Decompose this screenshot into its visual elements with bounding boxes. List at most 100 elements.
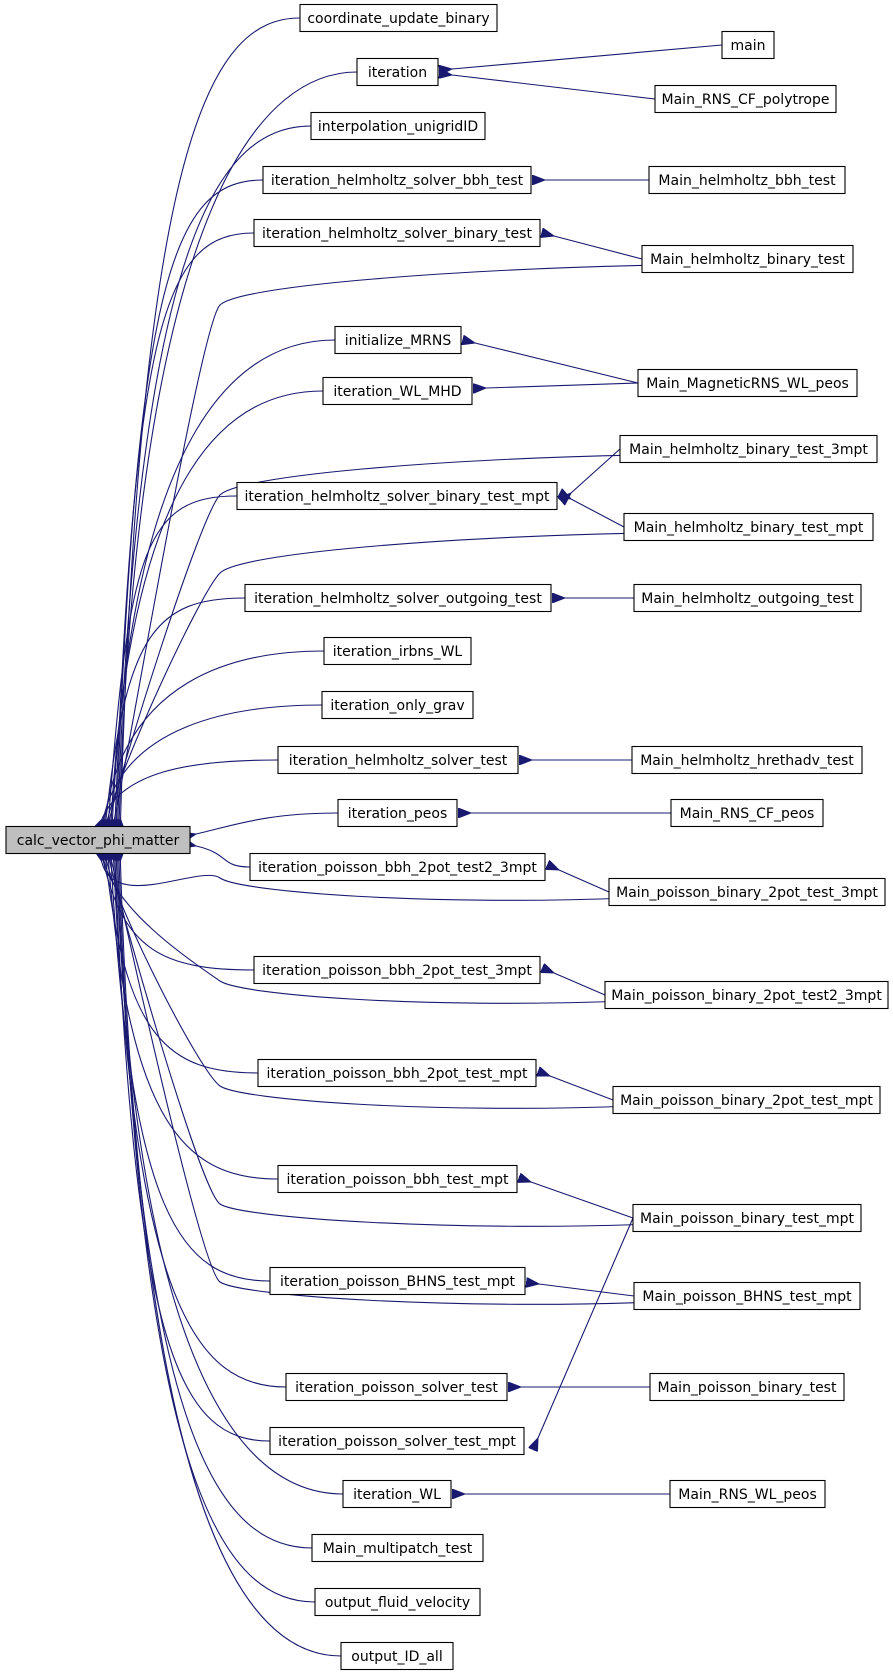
edge-Main_poisson_binary_2pot_test_3mpt-to-root [101,861,630,901]
node-Main_helmholtz_binary_test[interactable]: Main_helmholtz_binary_test [641,244,854,274]
edge-Main_helmholtz_binary_test-to-root [114,264,663,819]
node-label: iteration_poisson_solver_test [295,1380,498,1396]
node-label: Main_poisson_binary_2pot_test_mpt [620,1093,873,1109]
node-Main_poisson_BHNS_test_mpt[interactable]: Main_poisson_BHNS_test_mpt [633,1281,861,1311]
node-label: Main_helmholtz_binary_test_mpt [634,520,864,536]
node-iteration_irbns_WL[interactable]: iteration_irbns_WL [323,636,472,666]
node-label: Main_helmholtz_binary_test_3mpt [629,442,868,458]
node-label: iteration_poisson_bbh_test_mpt [286,1172,509,1188]
node-label: iteration_poisson_bbh_2pot_test2_3mpt [258,860,537,876]
node-iteration_helmholtz_solver_binary_test[interactable]: iteration_helmholtz_solver_binary_test [253,218,541,248]
edge-iteration_poisson_BHNS_test_mpt-to-root [111,861,271,1282]
root-node-calc_vector_phi_matter[interactable]: calc_vector_phi_matter [5,825,191,855]
node-iteration_WL_MHD[interactable]: iteration_WL_MHD [322,376,473,406]
edge-Main_poisson_BHNS_test_mpt-to-root [112,861,655,1305]
node-Main_helmholtz_binary_test_mpt[interactable]: Main_helmholtz_binary_test_mpt [623,512,874,542]
node-label: output_ID_all [351,1649,442,1665]
node-iteration_poisson_bbh_test_mpt[interactable]: iteration_poisson_bbh_test_mpt [277,1164,518,1194]
edge-iteration_helmholtz_solver_outgoing_test-to-root [106,597,246,819]
edge-Main_helmholtz_binary_test-to-iteration_helmholtz_solver_binary_test [554,236,643,260]
node-label: Main_poisson_binary_test_mpt [640,1211,854,1227]
edge-Main_helmholtz_binary_test_mpt-to-iteration_helmholtz_solver_binary_test_mpt [571,499,625,528]
edge-iteration_poisson_solver_test-to-root [114,861,287,1388]
node-Main_RNS_WL_peos[interactable]: Main_RNS_WL_peos [669,1479,826,1509]
node-label: iteration_poisson_bbh_2pot_test_mpt [267,1066,528,1082]
node-label: iteration_WL [353,1487,441,1503]
node-Main_poisson_binary_2pot_test2_3mpt[interactable]: Main_poisson_binary_2pot_test2_3mpt [604,980,889,1010]
edge-coordinate_update_binary-to-root [121,17,301,819]
node-label: Main_helmholtz_outgoing_test [641,591,854,607]
node-label: iteration_WL_MHD [333,384,461,400]
node-iteration_poisson_bbh_2pot_test_3mpt[interactable]: iteration_poisson_bbh_2pot_test_3mpt [253,955,541,985]
edge-iteration_irbns_WL-to-root [105,650,325,819]
edge-iteration_poisson_bbh_2pot_test2_3mpt-to-root [196,846,251,868]
node-coordinate_update_binary[interactable]: coordinate_update_binary [299,3,498,33]
node-label: output_fluid_velocity [325,1595,470,1611]
edge-iteration_helmholtz_solver_binary_test-to-root [115,232,255,819]
node-iteration_only_grav[interactable]: iteration_only_grav [321,690,474,720]
edge-Main_poisson_binary_2pot_test_mpt-to-iteration_poisson_bbh_2pot_test_mpt [550,1076,614,1101]
node-label: Main_RNS_CF_polytrope [662,92,830,108]
edge-Main_helmholtz_binary_test_3mpt-to-root [110,454,641,819]
call-edges [101,17,723,1657]
node-Main_poisson_binary_2pot_test_mpt[interactable]: Main_poisson_binary_2pot_test_mpt [612,1085,881,1115]
edge-iteration-to-root [119,71,358,819]
edge-Main_helmholtz_binary_test_3mpt-to-iteration_helmholtz_solver_binary_test_mpt [571,448,621,493]
node-iteration_poisson_solver_test_mpt[interactable]: iteration_poisson_solver_test_mpt [269,1426,525,1456]
node-output_ID_all[interactable]: output_ID_all [340,1641,454,1671]
node-label: Main_RNS_WL_peos [678,1487,817,1503]
edge-main-to-iteration [452,44,723,69]
node-label: Main_poisson_BHNS_test_mpt [642,1289,852,1305]
node-iteration_poisson_bbh_2pot_test_mpt[interactable]: iteration_poisson_bbh_2pot_test_mpt [257,1058,537,1088]
node-label: Main_RNS_CF_peos [680,806,815,822]
node-iteration_helmholtz_solver_bbh_test[interactable]: iteration_helmholtz_solver_bbh_test [262,165,532,195]
node-label: iteration_helmholtz_solver_binary_test [262,226,532,242]
node-label: iteration_peos [348,806,448,822]
node-Main_poisson_binary_2pot_test_3mpt[interactable]: Main_poisson_binary_2pot_test_3mpt [608,877,886,907]
node-Main_MagneticRNS_WL_peos[interactable]: Main_MagneticRNS_WL_peos [637,368,858,398]
node-Main_helmholtz_binary_test_3mpt[interactable]: Main_helmholtz_binary_test_3mpt [619,434,878,464]
node-label: Main_poisson_binary_2pot_test2_3mpt [611,988,882,1004]
edge-Main_RNS_CF_polytrope-to-iteration [452,75,656,100]
node-label: iteration [368,65,427,81]
edge-output_ID_all-to-root [120,861,342,1657]
edge-iteration_only_grav-to-root [103,704,323,819]
node-initialize_MRNS[interactable]: initialize_MRNS [334,325,462,355]
node-Main_multipatch_test[interactable]: Main_multipatch_test [311,1533,484,1563]
node-label: initialize_MRNS [345,333,452,349]
node-iteration_poisson_BHNS_test_mpt[interactable]: iteration_poisson_BHNS_test_mpt [269,1266,526,1296]
edge-Main_poisson_BHNS_test_mpt-to-iteration_poisson_BHNS_test_mpt [539,1284,635,1297]
node-output_fluid_velocity[interactable]: output_fluid_velocity [314,1587,481,1617]
edge-Main_poisson_binary_test_mpt-to-iteration_poisson_bbh_test_mpt [531,1182,634,1219]
node-Main_poisson_binary_test[interactable]: Main_poisson_binary_test [649,1372,845,1402]
node-Main_helmholtz_outgoing_test[interactable]: Main_helmholtz_outgoing_test [633,583,862,613]
node-Main_helmholtz_hrethadv_test[interactable]: Main_helmholtz_hrethadv_test [631,745,863,775]
node-iteration_peos[interactable]: iteration_peos [337,798,458,828]
edge-iteration_helmholtz_solver_binary_test_mpt-to-root [109,495,238,819]
node-Main_RNS_CF_polytrope[interactable]: Main_RNS_CF_polytrope [654,84,837,114]
edge-Main_poisson_binary_test_mpt-to-root [110,861,654,1227]
edge-interpolation_unigridID-to-root [118,125,312,819]
node-Main_RNS_CF_peos[interactable]: Main_RNS_CF_peos [670,798,824,828]
node-iteration_helmholtz_solver_binary_test_mpt[interactable]: iteration_helmholtz_solver_binary_test_m… [236,481,558,511]
node-label: Main_poisson_binary_2pot_test_3mpt [616,885,878,901]
edge-iteration_poisson_solver_test_mpt-to-root [115,861,271,1442]
node-iteration_poisson_solver_test[interactable]: iteration_poisson_solver_test [285,1372,508,1402]
edge-Main_poisson_binary_2pot_test2_3mpt-to-root [104,861,626,1004]
node-iteration[interactable]: iteration [356,57,439,87]
node-label: Main_helmholtz_binary_test [650,252,845,268]
node-interpolation_unigridID[interactable]: interpolation_unigridID [310,111,486,141]
node-iteration_helmholtz_solver_test[interactable]: iteration_helmholtz_solver_test [277,745,519,775]
node-Main_poisson_binary_test_mpt[interactable]: Main_poisson_binary_test_mpt [632,1203,862,1233]
node-label: iteration_helmholtz_solver_outgoing_test [254,591,542,607]
node-Main_helmholtz_bbh_test[interactable]: Main_helmholtz_bbh_test [648,165,846,195]
node-label: Main_helmholtz_hrethadv_test [640,753,854,769]
node-main[interactable]: main [721,30,775,60]
node-label: coordinate_update_binary [307,11,489,27]
node-iteration_WL[interactable]: iteration_WL [342,1479,452,1509]
node-label: iteration_helmholtz_solver_bbh_test [271,173,524,189]
edge-output_fluid_velocity-to-root [119,861,316,1603]
node-iteration_helmholtz_solver_outgoing_test[interactable]: iteration_helmholtz_solver_outgoing_test [244,583,552,613]
node-label: iteration_poisson_solver_test_mpt [278,1434,516,1450]
node-iteration_poisson_bbh_2pot_test2_3mpt[interactable]: iteration_poisson_bbh_2pot_test2_3mpt [249,852,546,882]
